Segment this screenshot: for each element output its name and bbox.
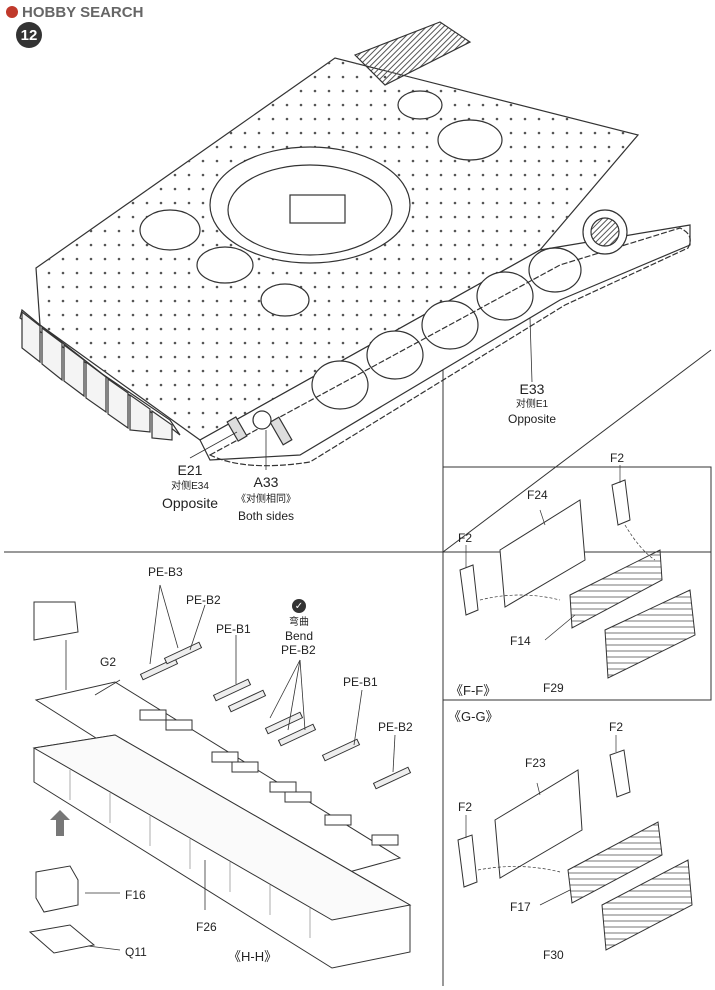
- watermark-logo: HOBBY SEARCH: [6, 3, 144, 21]
- bend-icon: ✓: [292, 599, 306, 613]
- label-bend-cn: 弯曲: [289, 617, 309, 628]
- f30-grate: [601, 859, 693, 951]
- hatch-center: [196, 246, 254, 284]
- label-f16: F16: [125, 888, 146, 902]
- section-title-hh: 《H-H》: [228, 949, 278, 964]
- label-e33-cn: 对侧E1: [515, 399, 549, 410]
- f2-bracket-left-gg: [457, 834, 478, 888]
- label-f17: F17: [510, 900, 531, 914]
- label-gg-f2-right: F2: [609, 720, 624, 734]
- q11-base: [28, 924, 96, 954]
- label-e21-cn: 对侧E34: [171, 481, 209, 492]
- label-e21-en: Opposite: [161, 495, 219, 511]
- label-e33-en: Opposite: [507, 412, 557, 426]
- hh-leaders: [65, 584, 396, 951]
- label-e33: E33: [519, 381, 545, 397]
- towing-hooks: [226, 410, 293, 446]
- label-bend-en: Bend: [284, 629, 314, 643]
- watermark-text: HOBBY SEARCH: [22, 3, 144, 21]
- pe-slots: [139, 709, 399, 846]
- gg-assembly: [457, 749, 693, 951]
- f26-ribs: [69, 770, 311, 938]
- label-q11: Q11: [125, 945, 147, 959]
- label-f26: F26: [196, 920, 217, 934]
- logo-icon: [6, 6, 18, 18]
- section-title-gg: 《G-G》: [448, 709, 499, 724]
- pe-brackets: [139, 641, 412, 790]
- hatch-right: [437, 119, 503, 161]
- section-title-ff: 《F-F》: [450, 683, 497, 698]
- section-borders: [4, 349, 712, 986]
- label-a33: A33: [253, 474, 279, 490]
- label-e21: E21: [177, 462, 203, 478]
- engine-grille: [353, 21, 472, 86]
- label-f30: F30: [543, 948, 564, 962]
- label-gg-f2-left: F2: [458, 800, 473, 814]
- label-pe-b1-b: PE-B1: [343, 675, 378, 689]
- label-pe-b2-c: PE-B2: [378, 720, 413, 734]
- f14-grate: [569, 549, 663, 629]
- label-f24: F24: [527, 488, 548, 502]
- label-f14: F14: [510, 634, 531, 648]
- ff-assembly: [459, 479, 696, 679]
- gg-leaders: [465, 735, 617, 906]
- label-pe-b2-b: PE-B2: [281, 643, 316, 657]
- vehicle-hull: [19, 21, 691, 467]
- f2-bracket-right-gg: [609, 749, 631, 798]
- step-number-badge: 12: [16, 22, 42, 48]
- label-f29: F29: [543, 681, 564, 695]
- label-f23: F23: [525, 756, 546, 770]
- f2-bracket-right: [611, 479, 631, 526]
- armor-block: [33, 601, 79, 641]
- label-pe-b3: PE-B3: [148, 565, 183, 579]
- label-a33-cn: 《对侧相同》: [236, 494, 296, 505]
- f23-panel: [494, 769, 583, 879]
- label-a33-en: Both sides: [237, 509, 295, 523]
- label-pe-b2-a: PE-B2: [186, 593, 221, 607]
- f16-block: [35, 865, 79, 913]
- ff-leaders: [465, 465, 656, 641]
- label-ff-f2-right: F2: [610, 451, 625, 465]
- label-pe-b1-a: PE-B1: [216, 622, 251, 636]
- label-ff-f2-left: F2: [458, 531, 473, 545]
- front-plate-segments: [21, 310, 173, 441]
- track-run: [208, 227, 691, 467]
- up-arrow-icon: [50, 810, 70, 836]
- hatch-left: [139, 209, 201, 251]
- f29-grate: [604, 589, 696, 679]
- f17-grate: [567, 821, 663, 904]
- main-leaders: [189, 317, 533, 470]
- f24-panel: [499, 499, 586, 608]
- f2-bracket-left: [459, 564, 479, 616]
- hh-assembly: [28, 601, 412, 969]
- label-g2: G2: [100, 655, 117, 669]
